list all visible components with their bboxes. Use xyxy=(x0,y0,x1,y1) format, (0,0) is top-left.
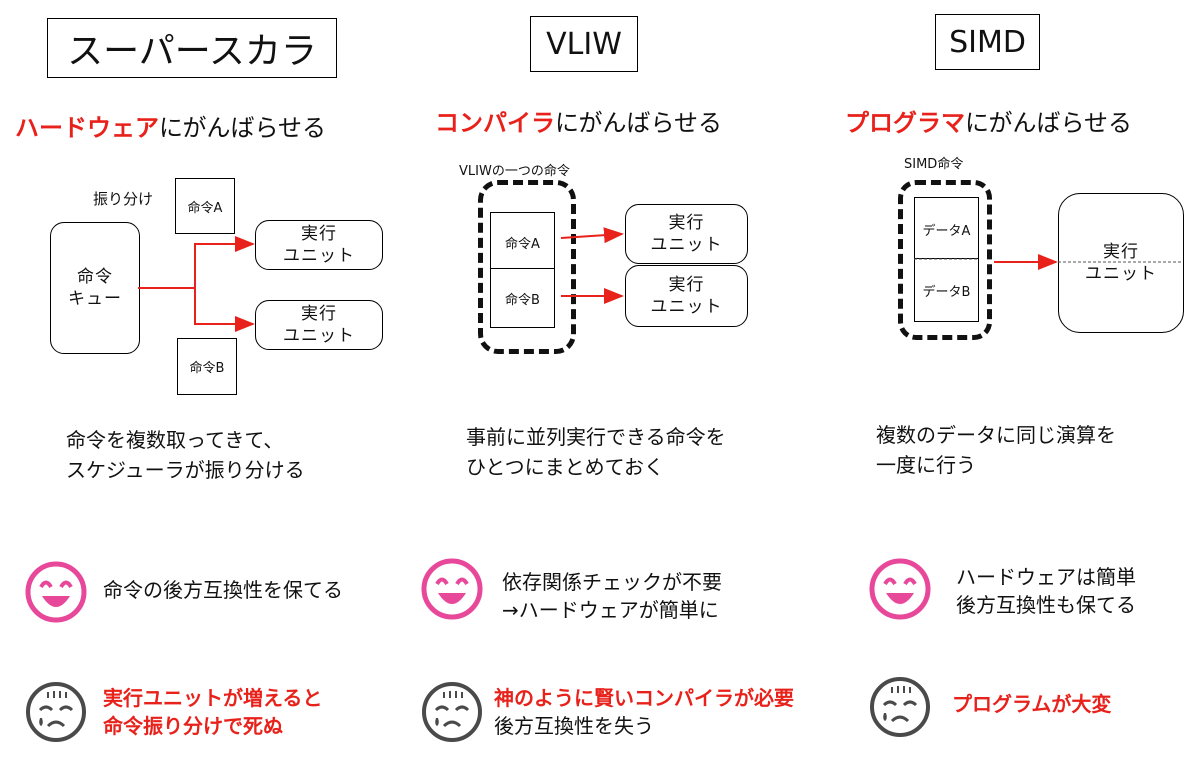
exec-unit-label-line1: 実行 xyxy=(301,224,337,244)
simd-con: プログラムが大変 xyxy=(952,690,1111,718)
pro-line2: 後方互換性も保てる xyxy=(956,593,1136,617)
con-line1: 神のように賢いコンパイラが必要 xyxy=(494,686,794,710)
description-line2: スケジューラが振り分ける xyxy=(66,458,305,482)
vliw-exec-unit-1: 実行 ユニット xyxy=(625,204,748,264)
superscalar-exec-unit-2: 実行 ユニット xyxy=(255,300,383,350)
exec-unit-label-line1: 実行 xyxy=(301,304,337,324)
description-line1: 複数のデータに同じ演算を xyxy=(876,423,1116,447)
exec-unit-label-line1: 実行 xyxy=(668,275,705,295)
pro-line1: ハードウェアは簡単 xyxy=(956,565,1136,589)
exec-unit-label-line2: ユニット xyxy=(650,235,723,255)
queue-label-line2: キュー xyxy=(68,289,122,309)
superscalar-exec-unit-1: 実行 ユニット xyxy=(255,220,383,270)
exec-unit-label-line1: 実行 xyxy=(1103,242,1139,262)
simd-heading-highlight: プログラマ xyxy=(845,109,965,137)
instruction-queue: 命令 キュー xyxy=(50,222,140,354)
vliw-heading-rest: にがんばらせる xyxy=(555,109,723,137)
superscalar-con: 実行ユニットが増えると 命令振り分けで死ぬ xyxy=(103,684,322,740)
superscalar-heading: ハードウェアにがんばらせる xyxy=(15,108,326,143)
description-line1: 事前に並列実行できる命令を xyxy=(466,425,726,449)
simd-bundle-outline xyxy=(898,180,992,340)
dispatch-label: 振り分け xyxy=(93,190,154,208)
simd-data-a: データA xyxy=(914,197,979,261)
vliw-title: VLIW xyxy=(530,16,638,72)
simd-heading-rest: にがんばらせる xyxy=(965,109,1133,137)
description-line2: ひとつにまとめておく xyxy=(466,455,664,479)
pro-line2: →ハードウェアが簡単に xyxy=(502,598,719,622)
description-line2: 一度に行う xyxy=(876,453,976,477)
simd-description: 複数のデータに同じ演算を 一度に行う xyxy=(876,420,1116,480)
exec-unit-label-line2: ユニット xyxy=(1085,264,1157,284)
simd-title: SIMD xyxy=(935,14,1040,70)
simd-heading: プログラマにがんばらせる xyxy=(845,103,1132,138)
worried-face-icon xyxy=(26,682,86,742)
superscalar-heading-rest: にがんばらせる xyxy=(159,114,327,142)
superscalar-description: 命令を複数取ってきて、 スケジューラが振り分ける xyxy=(66,425,305,485)
superscalar-instr-a: 命令A xyxy=(175,178,235,234)
happy-face-icon xyxy=(25,561,87,623)
vliw-bundle-label: VLIWの一つの命令 xyxy=(459,164,570,179)
simd-data-b: データB xyxy=(914,258,979,322)
exec-unit-label-line1: 実行 xyxy=(668,213,705,233)
superscalar-title: スーパースカラ xyxy=(47,18,337,78)
superscalar-pro: 命令の後方互換性を保てる xyxy=(103,576,343,604)
happy-face-icon xyxy=(421,558,483,620)
superscalar-instr-b: 命令B xyxy=(177,338,237,395)
worried-face-icon xyxy=(870,677,930,737)
worried-face-icon xyxy=(422,682,482,742)
con-line1: プログラムが大変 xyxy=(952,692,1112,716)
vliw-pro: 依存関係チェックが不要 →ハードウェアが簡単に xyxy=(502,568,722,624)
queue-label-line1: 命令 xyxy=(77,267,113,287)
exec-unit-label-line2: ユニット xyxy=(283,326,355,346)
vliw-instr-b: 命令B xyxy=(490,268,555,328)
pro-line1: 依存関係チェックが不要 xyxy=(502,570,722,594)
vliw-con: 神のように賢いコンパイラが必要 後方互換性を失う xyxy=(494,684,794,740)
pro-line1: 命令の後方互換性を保てる xyxy=(103,578,343,602)
con-line2: 後方互換性を失う xyxy=(494,714,654,738)
vliw-heading: コンパイラにがんばらせる xyxy=(435,103,722,138)
vliw-description: 事前に並列実行できる命令を ひとつにまとめておく xyxy=(466,422,726,482)
exec-unit-label-line2: ユニット xyxy=(650,297,723,317)
vliw-heading-highlight: コンパイラ xyxy=(435,109,555,137)
queue-to-units-arrow xyxy=(138,236,255,289)
con-line1: 実行ユニットが増えると xyxy=(103,686,323,710)
vliw-instr-a-arrow xyxy=(560,227,624,244)
vliw-bundle-outline xyxy=(478,180,576,354)
exec-unit-label-line2: ユニット xyxy=(283,246,355,266)
queue-to-units-arrow-2 xyxy=(194,288,255,332)
description-line1: 命令を複数取ってきて、 xyxy=(66,428,284,452)
happy-face-icon xyxy=(869,558,931,620)
con-line2: 命令振り分けで死ぬ xyxy=(103,714,283,738)
vliw-exec-unit-2: 実行 ユニット xyxy=(625,265,748,327)
simd-pro: ハードウェアは簡単 後方互換性も保てる xyxy=(956,563,1136,619)
simd-bundle-label: SIMD命令 xyxy=(904,157,964,172)
simd-exec-unit: 実行 ユニット xyxy=(1058,193,1184,333)
superscalar-heading-highlight: ハードウェア xyxy=(15,114,159,142)
